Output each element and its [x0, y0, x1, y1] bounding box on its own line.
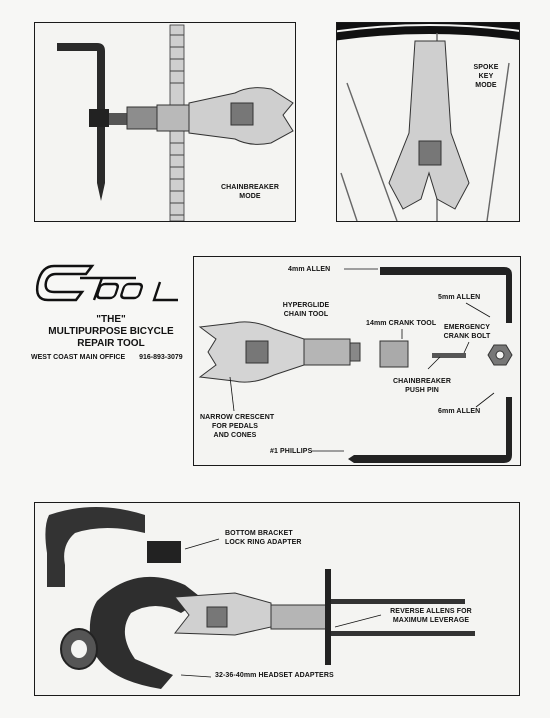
bottom-bracket-label: BOTTOM BRACKET LOCK RING ADAPTER [225, 529, 302, 547]
label-line: MAXIMUM LEVERAGE [392, 617, 470, 624]
label-line: MODE [475, 82, 497, 89]
allen-4mm-label: 4mm ALLEN [288, 266, 331, 273]
label-line: EMERGENCY [443, 324, 491, 331]
office-contact: WEST COAST MAIN OFFICE 916-893-3079 [31, 354, 201, 361]
adapters-illustration [45, 507, 475, 689]
label-line: FOR PEDALS [211, 423, 259, 430]
label-line: CRANK BOLT [443, 333, 491, 340]
phillips-label: #1 PHILLIPS [270, 448, 313, 455]
crank-tool-label: 14mm CRANK TOOL [366, 320, 437, 327]
spoke-key-mode-panel: SPOKE KEY MODE [336, 22, 520, 222]
title-the: "THE" [96, 314, 126, 325]
label-line: KEY [478, 73, 494, 80]
crescent-label: NARROW CRESCENT FOR PEDALS AND CONES [200, 413, 275, 440]
label-line: CHAINBREAKER [221, 184, 279, 191]
label-line: LOCK RING ADAPTER [225, 539, 302, 546]
chainbreaker-mode-panel: CHAINBREAKER MODE [34, 22, 296, 222]
hyperglide-label: HYPERGLIDE CHAIN TOOL [278, 301, 334, 319]
title-line: MULTIPURPOSE BICYCLE [48, 326, 174, 337]
exploded-view-panel: 4mm ALLEN 5mm ALLEN HYPERGLIDE CHAIN TOO… [193, 256, 521, 466]
label-line: PUSH PIN [405, 387, 439, 394]
label-line: NARROW CRESCENT [200, 414, 275, 421]
spoke-key-mode-label: SPOKE KEY MODE [471, 63, 501, 90]
chainbreaker-mode-label: CHAINBREAKER MODE [215, 183, 285, 201]
exploded-view-illustration [198, 267, 513, 463]
adapters-panel: BOTTOM BRACKET LOCK RING ADAPTER REVERSE… [34, 502, 520, 696]
label-line: HYPERGLIDE [282, 302, 330, 309]
allen-6mm-label: 6mm ALLEN [438, 408, 481, 415]
chainbreaker-illustration [57, 24, 294, 221]
spoke-key-illustration [337, 23, 519, 221]
product-title: MULTIPURPOSE BICYCLE REPAIR TOOL [30, 326, 192, 350]
office-name: WEST COAST MAIN OFFICE [31, 354, 126, 361]
push-pin-label: CHAINBREAKER PUSH PIN [392, 377, 452, 395]
label-line: MODE [239, 193, 261, 200]
emergency-crank-bolt-label: EMERGENCY CRANK BOLT [442, 323, 492, 341]
headset-adapters-label: 32-36-40mm HEADSET ADAPTERS [215, 672, 334, 679]
label-line: BOTTOM BRACKET [225, 530, 293, 537]
label-line: SPOKE [473, 64, 499, 71]
phone-number: 916-893-3079 [139, 354, 183, 361]
label-line: CHAIN TOOL [283, 311, 329, 318]
allen-5mm-label: 5mm ALLEN [438, 294, 481, 301]
title-line: REPAIR TOOL [77, 338, 145, 349]
label-line: CHAINBREAKER [393, 378, 451, 385]
label-line: REVERSE ALLENS FOR [390, 608, 472, 615]
reverse-allens-label: REVERSE ALLENS FOR MAXIMUM LEVERAGE [383, 607, 479, 625]
label-line: AND CONES [213, 432, 257, 439]
